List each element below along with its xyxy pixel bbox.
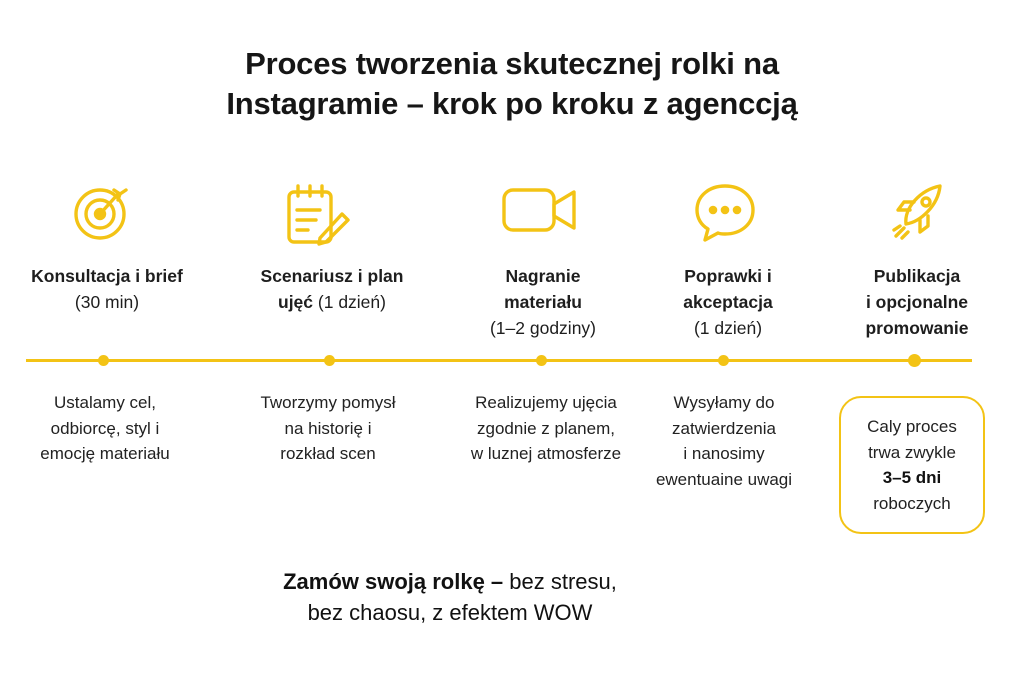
step-1-title: Konsultacja i brief: [31, 266, 183, 286]
step-4-title-2: akceptacja: [683, 292, 773, 312]
video-camera-icon: [500, 174, 576, 244]
step-2-label: Scenariusz i plan ujęć (1 dzień): [227, 263, 437, 315]
step-3-desc-line: zgodnie z planem,: [477, 418, 615, 438]
step-3-label: Nagranie materiału (1–2 godziny): [438, 263, 648, 341]
step-1-duration: (30 min): [74, 292, 140, 312]
footer-cta: Zamów swoją rolkę – bez stresu, bez chao…: [0, 566, 900, 628]
step-4-desc-line: Wysyłamy do: [673, 393, 775, 412]
step-4-desc-line: zatwierdzenia: [672, 418, 776, 438]
footer-cta-bold: Zamów swoją rolkę –: [283, 569, 504, 594]
step-4-description: Wysyłamy do zatwierdzenia i nanosimy ewe…: [624, 390, 824, 492]
step-2-duration: (1 dzień): [313, 292, 386, 312]
step-2-title-2: ujęć: [278, 292, 314, 312]
step-4-title-1: Poprawki i: [684, 266, 772, 286]
callout-line-4: roboczych: [873, 493, 951, 513]
footer-cta-line-2: bez chaosu, z efektem WOW: [307, 600, 593, 625]
timeline-line: [26, 359, 972, 362]
callout-line-1: Caly proces: [867, 417, 957, 436]
callout-line-2: trwa zwykle: [868, 442, 956, 462]
timeline-dot-1: [98, 355, 109, 366]
page-title-line-2: Instagramie – krok po kroku z agenccją: [226, 86, 798, 121]
timeline-dot-5: [908, 354, 921, 367]
step-2-title-1: Scenariusz i plan: [260, 266, 404, 286]
step-3-description: Realizujemy ujęcia zgodnie z planem, w l…: [446, 390, 646, 467]
duration-callout: Caly proces trwa zwykle 3–5 dni roboczyc…: [839, 396, 985, 534]
step-5-title-1: Publikacja: [873, 266, 961, 286]
chat-bubble-icon: [690, 178, 760, 248]
step-2-desc-line: Tworzymy pomysł: [260, 393, 396, 412]
step-3-desc-line: w luznej atmosferze: [470, 444, 622, 463]
step-3-desc-line: Realizujemy ujęcia: [475, 393, 617, 412]
rocket-icon: [884, 176, 954, 246]
step-1-desc-line: emocję materiału: [40, 444, 170, 463]
step-2-desc-line: na historię i: [284, 418, 372, 438]
timeline-dot-2: [324, 355, 335, 366]
step-4-label: Poprawki i akceptacja (1 dzień): [623, 263, 833, 341]
notepad-pencil-icon: [280, 180, 350, 250]
callout-days: 3–5 dni: [882, 468, 942, 487]
step-1-desc-line: Ustalamy cel,: [53, 393, 157, 412]
step-1-label: Konsultacja i brief (30 min): [2, 263, 212, 315]
step-5-title-2: i opcjonalne: [865, 292, 969, 312]
step-2-description: Tworzymy pomysł na historię i rozkład sc…: [228, 390, 428, 467]
step-3-title-2: materiału: [504, 292, 582, 312]
step-4-duration: (1 dzień): [693, 318, 763, 338]
timeline-dot-4: [718, 355, 729, 366]
timeline-dot-3: [536, 355, 547, 366]
page-title-line-1: Proces tworzenia skutecznej rolki na: [245, 46, 779, 81]
step-4-desc-line: ewentuaine uwagi: [655, 469, 793, 489]
step-5-title-3: promowanie: [865, 318, 969, 338]
step-3-title-1: Nagranie: [505, 266, 581, 286]
step-1-desc-line: odbiorcę, styl i: [50, 418, 160, 438]
step-1-description: Ustalamy cel, odbiorcę, styl i emocję ma…: [5, 390, 205, 467]
step-5-label: Publikacja i opcjonalne promowanie: [812, 263, 1022, 341]
step-4-desc-line: i nanosimy: [683, 444, 765, 463]
step-2-desc-line: rozkład scen: [280, 444, 376, 463]
footer-cta-rest: bez stresu,: [503, 569, 617, 594]
step-3-duration: (1–2 godziny): [489, 318, 597, 338]
target-icon: [68, 176, 138, 246]
